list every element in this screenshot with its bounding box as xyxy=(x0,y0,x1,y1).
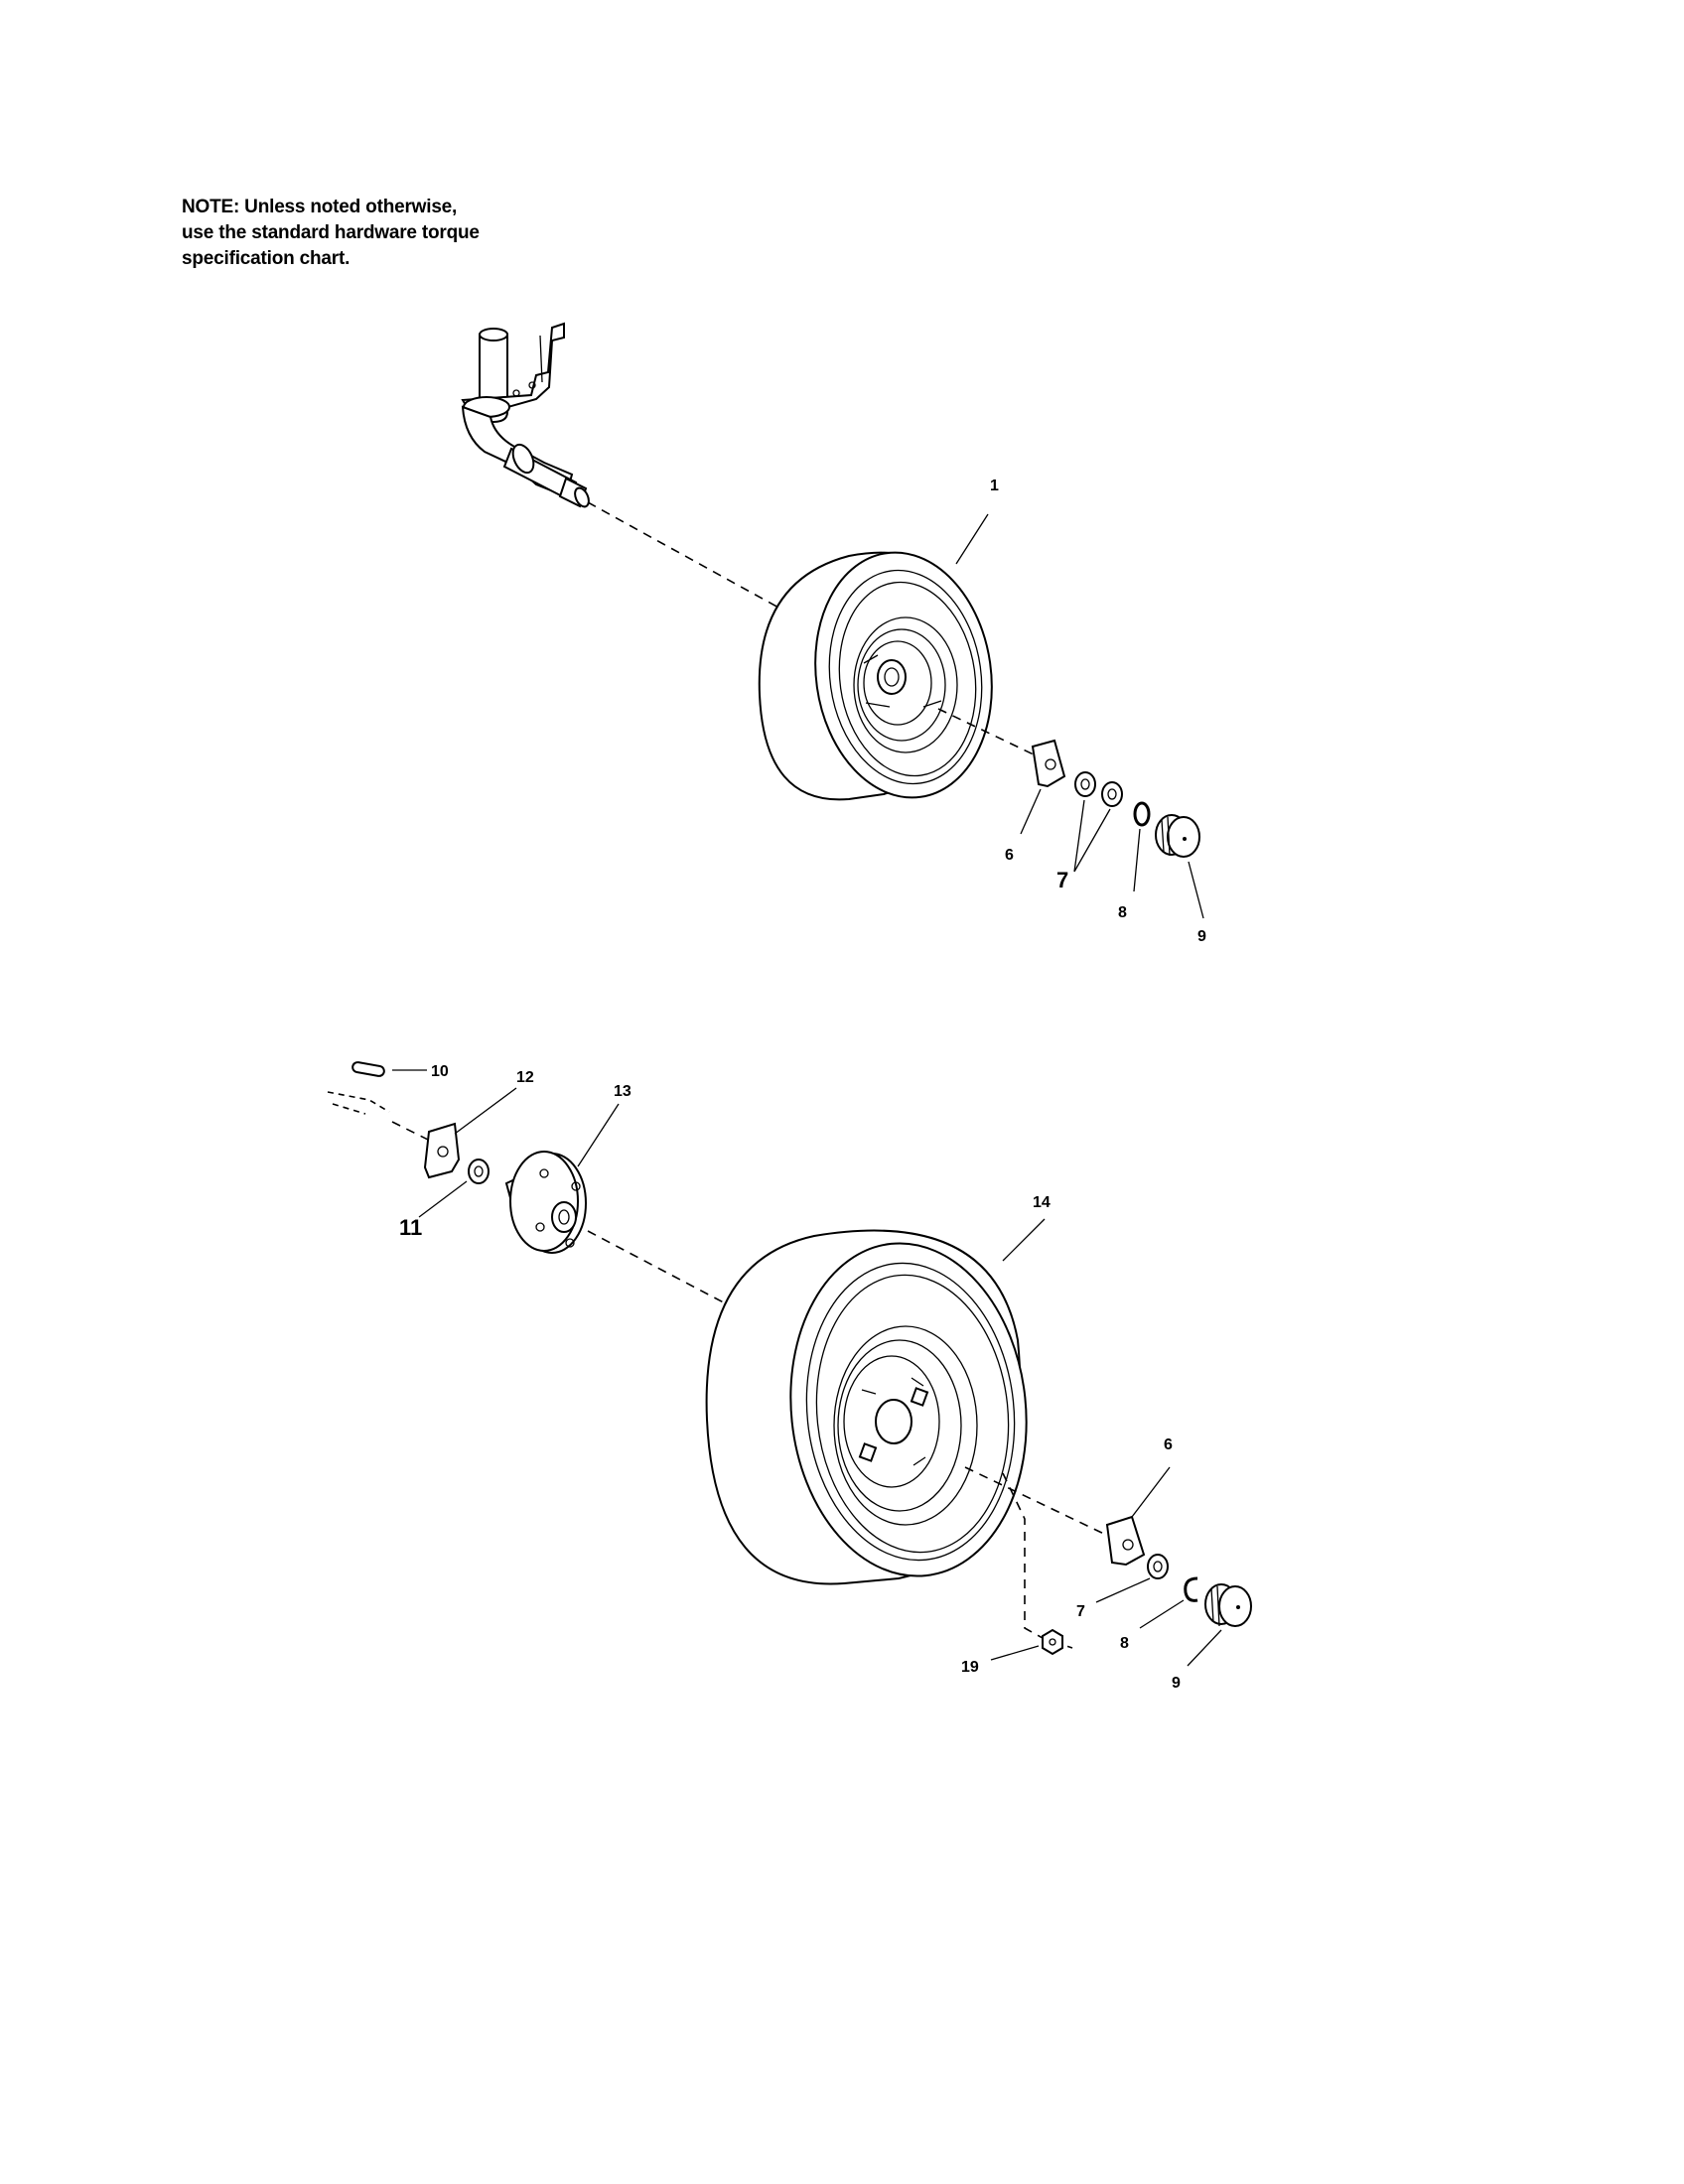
leader-8b xyxy=(1139,1599,1185,1629)
wheel-hub xyxy=(504,1151,587,1254)
axle-dash-upper xyxy=(587,501,790,614)
leader-9b xyxy=(1187,1629,1222,1667)
rear-wheel xyxy=(705,1229,1028,1585)
leader-13 xyxy=(577,1103,620,1167)
callout-1: 1 xyxy=(990,478,999,494)
callout-11: 11 xyxy=(399,1215,422,1240)
callout-9a: 9 xyxy=(1197,928,1206,945)
callout-6b: 6 xyxy=(1164,1436,1173,1453)
note-line-2: use the standard hardware torque xyxy=(182,222,480,243)
axle-dash-lower xyxy=(587,1230,736,1309)
callout-14: 14 xyxy=(1033,1194,1051,1211)
callout-8b: 8 xyxy=(1120,1635,1129,1652)
caster-fork xyxy=(461,322,590,508)
note-line-1: NOTE: Unless noted otherwise, xyxy=(182,197,458,217)
leader-1 xyxy=(955,513,989,565)
callout-6a: 6 xyxy=(1005,847,1014,864)
callout-10: 10 xyxy=(431,1063,449,1080)
front-wheel xyxy=(758,551,993,801)
leader-7a xyxy=(1073,799,1111,873)
leader-7b xyxy=(1095,1577,1151,1603)
leader-14 xyxy=(1002,1218,1046,1262)
pin-dash xyxy=(391,1121,433,1143)
axle-dash-hardware-lower xyxy=(964,1466,1111,1538)
leader-6a xyxy=(1020,788,1042,835)
leader-9a xyxy=(1188,861,1204,919)
callout-19: 19 xyxy=(961,1659,979,1676)
callout-8a: 8 xyxy=(1118,904,1127,921)
lug-nut xyxy=(1042,1628,1063,1656)
axle-dash-hardware-upper xyxy=(937,708,1039,757)
hub-plate xyxy=(423,1122,490,1184)
callout-7a: 7 xyxy=(1056,868,1068,892)
callout-12: 12 xyxy=(516,1069,534,1086)
lower-hardware xyxy=(1105,1515,1252,1627)
key-pin xyxy=(327,1061,390,1115)
callout-7b: 7 xyxy=(1076,1603,1085,1620)
note-line-3: specification chart. xyxy=(182,248,351,269)
torque-note: NOTE: Unless noted otherwise, use the st… xyxy=(182,195,559,272)
leader-8a xyxy=(1133,828,1141,892)
leader-6b xyxy=(1131,1466,1171,1518)
leader-19 xyxy=(990,1645,1040,1661)
leader-12 xyxy=(454,1087,517,1135)
leader-11 xyxy=(418,1180,468,1218)
callout-13: 13 xyxy=(614,1083,632,1100)
callout-9b: 9 xyxy=(1172,1675,1181,1692)
upper-hardware xyxy=(1031,739,1200,858)
